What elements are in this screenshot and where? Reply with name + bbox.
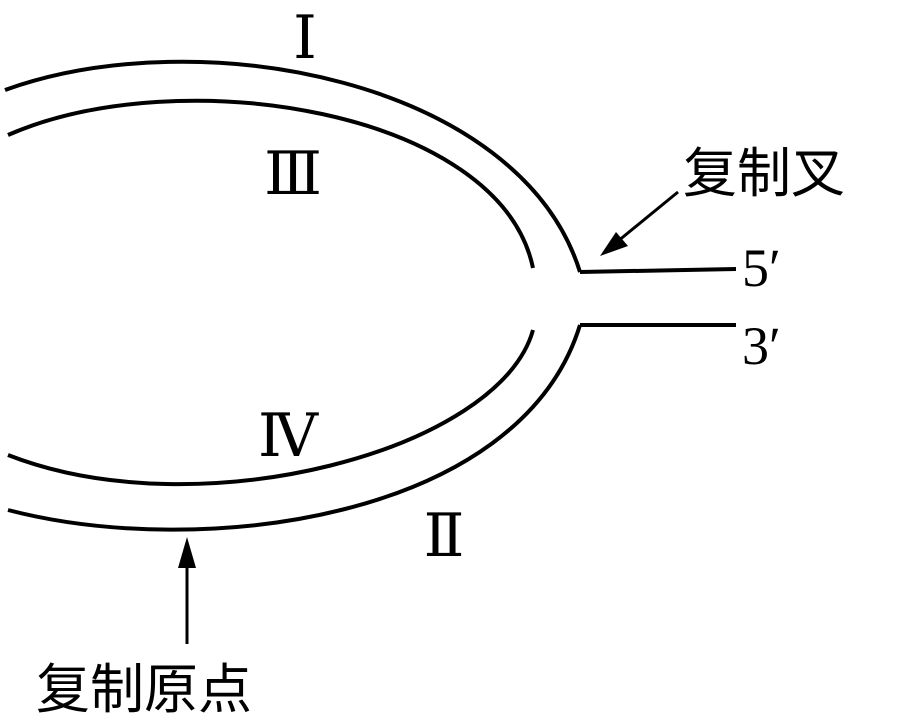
- strand-3-curve: [7, 98, 535, 269]
- strand-3-label: Ⅲ: [264, 141, 322, 207]
- replication-origin-arrow-head: [178, 537, 196, 568]
- strand-2-curve: [7, 324, 582, 532]
- strand-4-label: Ⅳ: [258, 403, 319, 469]
- strand-2-label: Ⅱ: [424, 503, 465, 569]
- end-3-label: 3′: [742, 316, 781, 376]
- end-5-label: 5′: [742, 238, 781, 298]
- replication-fork-label: 复制叉: [683, 142, 845, 205]
- strand-4-curve: [7, 329, 535, 487]
- parental-strand-5-end: [579, 267, 737, 274]
- strand-1-curve: [4, 59, 582, 273]
- replication-fork-arrow-shaft: [611, 190, 679, 248]
- replication-origin-label: 复制原点: [36, 658, 252, 721]
- strand-1-label: Ⅰ: [293, 5, 317, 71]
- replication-fork-arrow-head: [600, 232, 628, 256]
